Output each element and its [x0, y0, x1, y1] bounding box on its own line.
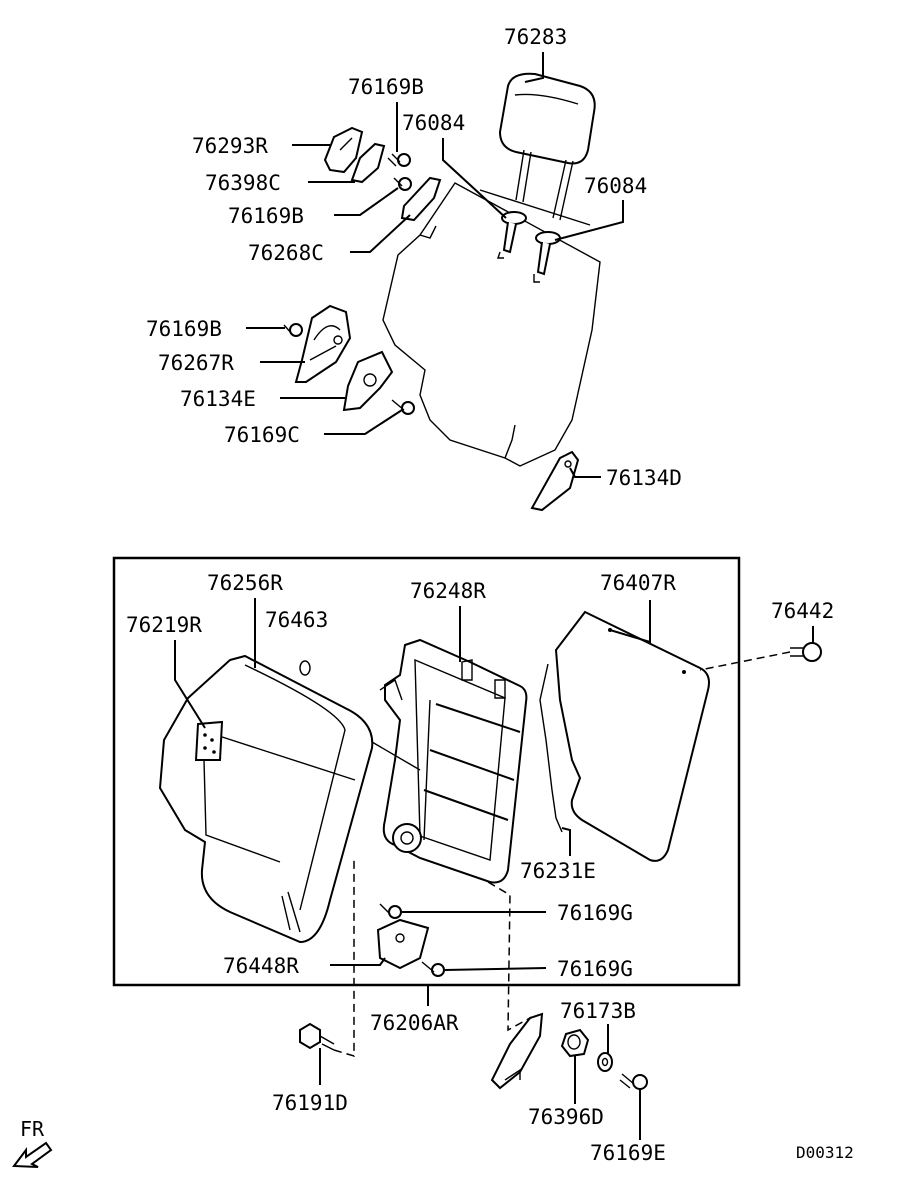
- bolt-76169G-upper: [379, 903, 402, 919]
- leader-lines: [174, 52, 814, 1140]
- bolt-76169C: [391, 399, 415, 415]
- leader-76191D: [333, 860, 355, 1058]
- drawing-number: D00312: [796, 1143, 854, 1162]
- back-board-76407R: [554, 610, 710, 862]
- bolt-76191D: [299, 1022, 335, 1051]
- cover-76398C: [350, 142, 386, 184]
- bolt-76169B-top: [387, 153, 411, 167]
- bolt-76169B-mid: [393, 177, 412, 191]
- label-76407R: 76407R: [600, 571, 676, 595]
- label-76191D: 76191D: [272, 1091, 348, 1115]
- bolt-76169E: [619, 1073, 648, 1090]
- label-76169G-lower: 76169G: [557, 957, 633, 981]
- label-76134D: 76134D: [606, 466, 682, 490]
- label-76169E: 76169E: [590, 1141, 666, 1165]
- leader-76206AR: [487, 881, 531, 1032]
- label-76283: 76283: [504, 25, 567, 49]
- cover-76448R: [376, 918, 430, 970]
- label-76398C: 76398C: [205, 171, 281, 195]
- part-labels: 76283 76169B 76084 76084 76293R 76398C 7…: [126, 25, 834, 1165]
- label-76396D: 76396D: [528, 1105, 604, 1129]
- bracket-76206AR: [490, 1012, 544, 1090]
- nut-76396D: [560, 1028, 590, 1058]
- front-arrow-icon: [12, 1141, 53, 1168]
- washer-76173B: [597, 1052, 613, 1072]
- label-76463: 76463: [265, 608, 328, 632]
- seatback-frame-76248R: [379, 638, 528, 884]
- label-76206AR: 76206AR: [370, 1011, 459, 1035]
- headrest-guide-left: [497, 211, 527, 259]
- seat-pad-76256R: [158, 654, 374, 944]
- clip-76463: [299, 660, 311, 676]
- wire-76231E: [539, 663, 563, 833]
- label-76293R: 76293R: [192, 134, 268, 158]
- label-76134E: 76134E: [180, 387, 256, 411]
- label-76248R: 76248R: [410, 579, 486, 603]
- label-76169B-low: 76169B: [146, 317, 222, 341]
- label-76084-left: 76084: [402, 111, 465, 135]
- bolt-76169G-lower: [421, 961, 445, 977]
- label-76267R: 76267R: [158, 351, 234, 375]
- bolt-76169B-low: [283, 323, 303, 337]
- label-76219R: 76219R: [126, 613, 202, 637]
- label-76173B: 76173B: [560, 999, 636, 1023]
- front-direction-indicator: FR: [12, 1117, 53, 1168]
- hinge-76134E: [342, 350, 394, 412]
- front-direction-label: FR: [20, 1117, 45, 1141]
- seatback-outline: [382, 182, 601, 467]
- hinge-cover-76267R: [294, 304, 352, 383]
- tag-76219R: [194, 720, 224, 761]
- label-76169B-top: 76169B: [348, 75, 424, 99]
- label-76169G-upper: 76169G: [557, 901, 633, 925]
- cover-76293R: [323, 126, 364, 174]
- label-76256R: 76256R: [207, 571, 283, 595]
- label-76169B-mid: 76169B: [228, 204, 304, 228]
- leader-frame-pad: [371, 741, 421, 771]
- bracket-76268C: [400, 176, 442, 222]
- headrest: [479, 72, 596, 226]
- label-76442: 76442: [771, 599, 834, 623]
- label-76084-right: 76084: [584, 174, 647, 198]
- label-76448R: 76448R: [223, 954, 299, 978]
- assembly-box: [112, 556, 741, 987]
- label-76169C: 76169C: [224, 423, 300, 447]
- label-76268C: 76268C: [248, 241, 324, 265]
- hinge-76134D: [530, 450, 580, 512]
- clip-76442: [790, 642, 822, 662]
- label-76231E: 76231E: [520, 859, 596, 883]
